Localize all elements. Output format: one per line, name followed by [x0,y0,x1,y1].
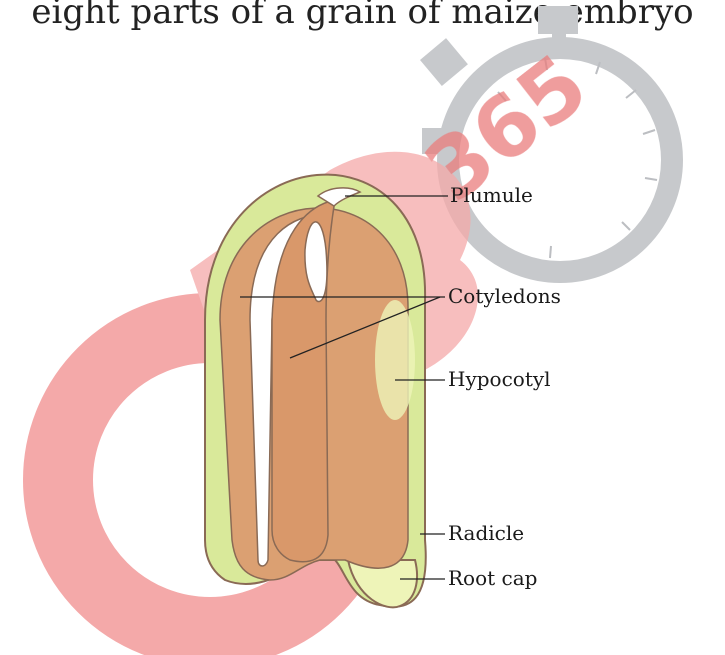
cotyledons-label: Cotyledons [448,284,561,308]
hypocotyl-label: Hypocotyl [448,367,551,391]
hypocotyl-highlight [375,300,415,420]
plumule-label: Plumule [450,183,533,207]
radicle-label: Radicle [448,521,524,545]
root-cap-label: Root cap [448,566,537,590]
embryo-diagram [205,175,426,608]
